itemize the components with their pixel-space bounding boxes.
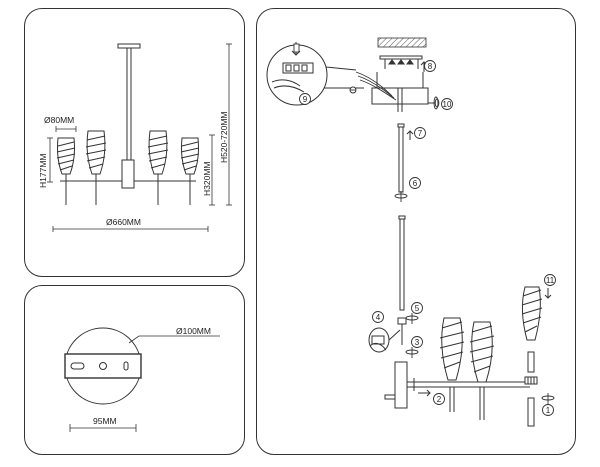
ceiling-hatch xyxy=(377,37,427,48)
ground-symbol-icon xyxy=(349,86,357,94)
body-height-label: H320MM xyxy=(202,162,212,196)
mount-spacing-label: 95MM xyxy=(93,416,117,426)
assembly-shade-detached xyxy=(521,286,543,373)
rotation-5-icon xyxy=(405,313,419,324)
extension-rod-upper xyxy=(397,123,405,193)
mount-spacing-dimension xyxy=(69,424,137,432)
step-badges xyxy=(299,60,556,416)
terminal-block-icon xyxy=(293,43,300,53)
shade-3 xyxy=(147,130,169,175)
step-11-number: 11 xyxy=(546,276,555,285)
assembly-shade-middle xyxy=(469,321,495,420)
rod-up-arrow-icon xyxy=(406,130,414,140)
shade-4 xyxy=(180,137,200,175)
shade-height-label: H177MM xyxy=(38,154,48,188)
lamp-socket xyxy=(527,397,535,427)
chandelier-front-view xyxy=(60,43,196,205)
rotation-1-icon xyxy=(541,393,555,404)
base-plate xyxy=(64,327,220,405)
supply-wires xyxy=(355,71,397,101)
assembly-shade-left xyxy=(439,317,465,412)
step-3-number: 3 xyxy=(415,338,420,347)
step-2-number: 2 xyxy=(437,395,442,404)
total-width-label: Ø660MM xyxy=(106,217,141,227)
insert-arrow-icon xyxy=(418,389,431,397)
step-8-number: 8 xyxy=(428,62,433,71)
dimension-lines xyxy=(47,43,232,232)
base-diameter-label: Ø100MM xyxy=(176,326,211,336)
coupling-nut xyxy=(397,317,407,345)
step-1-number: 1 xyxy=(546,406,551,415)
step-4-number: 4 xyxy=(376,313,381,322)
mounting-bracket xyxy=(379,55,423,69)
central-body xyxy=(384,361,530,409)
rotation-3-icon xyxy=(405,347,419,358)
total-height-label: H520-720MM xyxy=(219,112,229,164)
shade-holder-ring xyxy=(524,376,538,385)
shade-2 xyxy=(85,130,107,175)
rotation-10-icon xyxy=(433,96,439,110)
step-5-number: 5 xyxy=(415,304,420,313)
wiring-detail-callout xyxy=(266,42,364,106)
shade-diameter-label: Ø80MM xyxy=(44,115,74,125)
step-9-number: 9 xyxy=(303,95,308,104)
shade-1 xyxy=(56,137,76,175)
rotation-6-icon xyxy=(394,191,408,202)
extension-rod-lower xyxy=(398,215,406,311)
side-screw xyxy=(428,98,440,108)
step-10-number: 10 xyxy=(443,100,452,109)
step-7-number: 7 xyxy=(418,129,423,138)
connector-callout xyxy=(368,327,401,353)
shade-down-arrow-icon xyxy=(544,288,552,299)
canopy xyxy=(371,72,429,112)
step-6-number: 6 xyxy=(413,179,418,188)
